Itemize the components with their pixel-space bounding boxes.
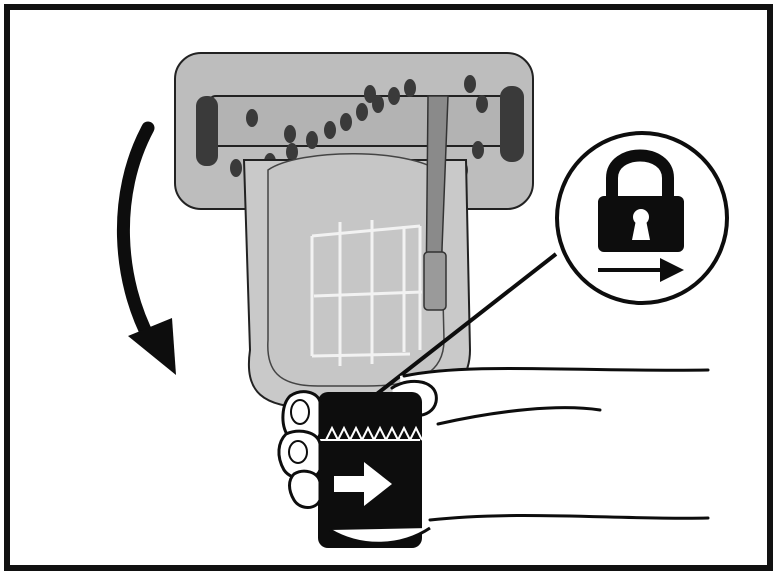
bristle-tuft (356, 103, 368, 121)
bristle-tuft (364, 85, 376, 103)
grip-tooth (385, 425, 399, 441)
bristle-tuft (472, 141, 484, 159)
bristle-tuft (340, 113, 352, 131)
hand (390, 366, 710, 522)
collar-grip-teeth (325, 425, 423, 441)
padlock-icon (598, 149, 684, 252)
bristle-tuft (284, 125, 296, 143)
lock-badge (555, 131, 729, 305)
grip-tooth (397, 425, 411, 441)
bristle-tuft (388, 87, 400, 105)
grip-tooth (373, 425, 387, 441)
impeller (310, 220, 423, 366)
fingers (277, 390, 431, 545)
grip-tooth (325, 425, 339, 441)
bristle-tuft (476, 95, 488, 113)
arrow-right-icon (598, 258, 684, 282)
bristle-tuft (246, 109, 258, 127)
arrow-right-icon (334, 462, 392, 506)
bristle-tuft (464, 75, 476, 93)
grip-tooth (361, 425, 375, 441)
bristle-tuft (306, 131, 318, 149)
grip-tooth (409, 425, 423, 441)
lock-collar (318, 392, 423, 548)
bristle-tuft (286, 143, 298, 161)
grip-tooth (337, 425, 351, 441)
bristle-tuft (404, 79, 416, 97)
grip-tooth (349, 425, 363, 441)
vacuum-body (242, 95, 472, 409)
callout-line (362, 252, 558, 406)
bristle-tuft (324, 121, 336, 139)
bristle-tuft (372, 95, 384, 113)
curved-down-arrow-icon (117, 121, 176, 375)
bristle-tuft (230, 159, 242, 177)
